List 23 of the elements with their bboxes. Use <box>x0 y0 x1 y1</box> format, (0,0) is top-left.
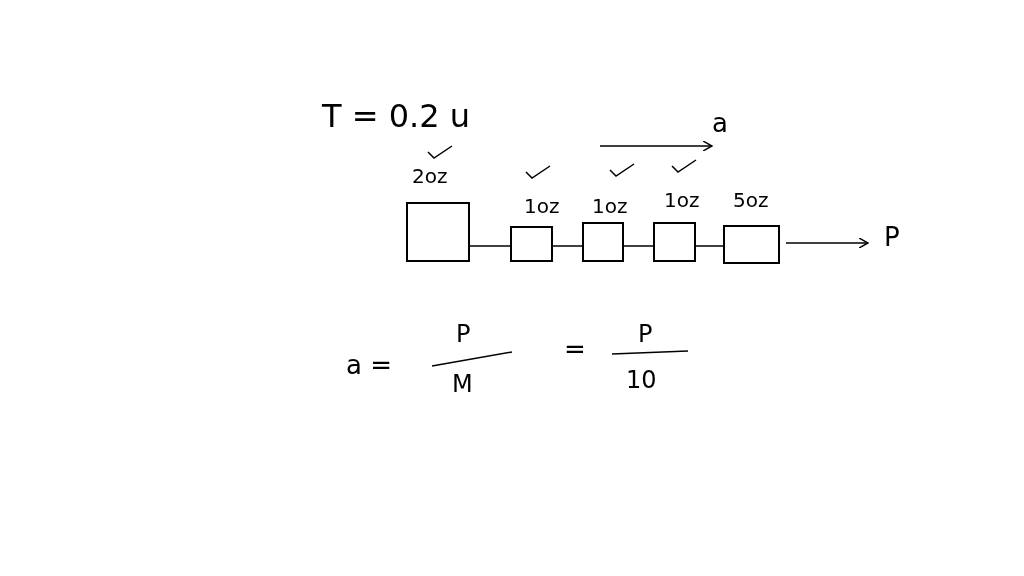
math-label: P <box>884 224 900 250</box>
math-label: = <box>564 336 586 362</box>
math-label: a = <box>346 352 392 378</box>
string-line <box>469 245 511 247</box>
math-label: 10 <box>626 368 657 392</box>
mass-label: 1oz <box>664 190 700 210</box>
block <box>653 222 696 262</box>
math-label: M <box>452 372 473 396</box>
block <box>510 226 553 262</box>
mass-label: 2oz <box>412 166 448 186</box>
string-line <box>623 245 654 247</box>
mass-label: 1oz <box>592 196 628 216</box>
math-label: T = 0.2 u <box>322 100 471 132</box>
math-label: P <box>638 322 653 346</box>
mass-label: 5oz <box>733 190 769 210</box>
string-line <box>552 245 583 247</box>
mass-label: 1oz <box>524 196 560 216</box>
block <box>406 202 470 262</box>
block <box>723 225 780 264</box>
string-line <box>695 245 724 247</box>
math-label: a <box>712 110 728 136</box>
block <box>582 222 624 262</box>
math-label: P <box>456 322 471 346</box>
